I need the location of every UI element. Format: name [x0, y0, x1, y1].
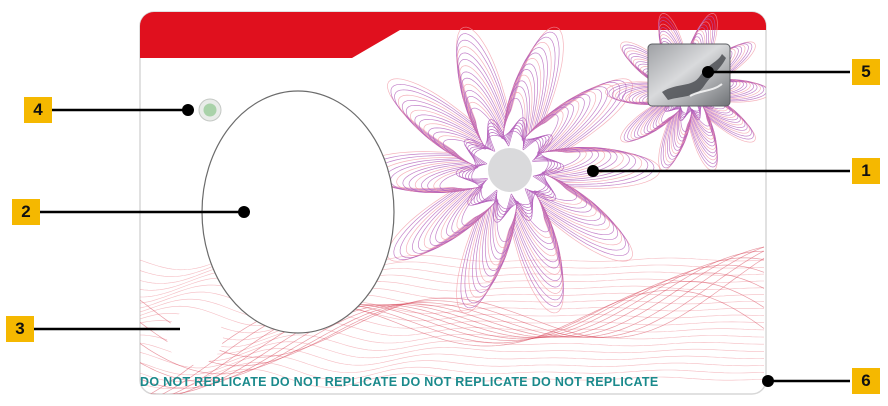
- callout-1: 1: [852, 158, 880, 184]
- callout-3: 3: [6, 316, 34, 342]
- callout-6: 6: [852, 368, 880, 394]
- hologram-patch: [648, 44, 730, 106]
- callout-5: 5: [852, 59, 880, 85]
- microtext-strip: DO NOT REPLICATE DO NOT REPLICATE DO NOT…: [140, 372, 766, 392]
- callout-4: 4: [24, 97, 52, 123]
- ghost-image-window: [167, 309, 223, 365]
- leader-dot-1: [587, 165, 599, 177]
- callout-2: 2: [12, 199, 40, 225]
- leader-dot-4: [182, 104, 194, 116]
- leader-dot-2: [238, 206, 250, 218]
- leader-dot-5: [702, 66, 714, 78]
- tactile-dot-center: [204, 104, 217, 117]
